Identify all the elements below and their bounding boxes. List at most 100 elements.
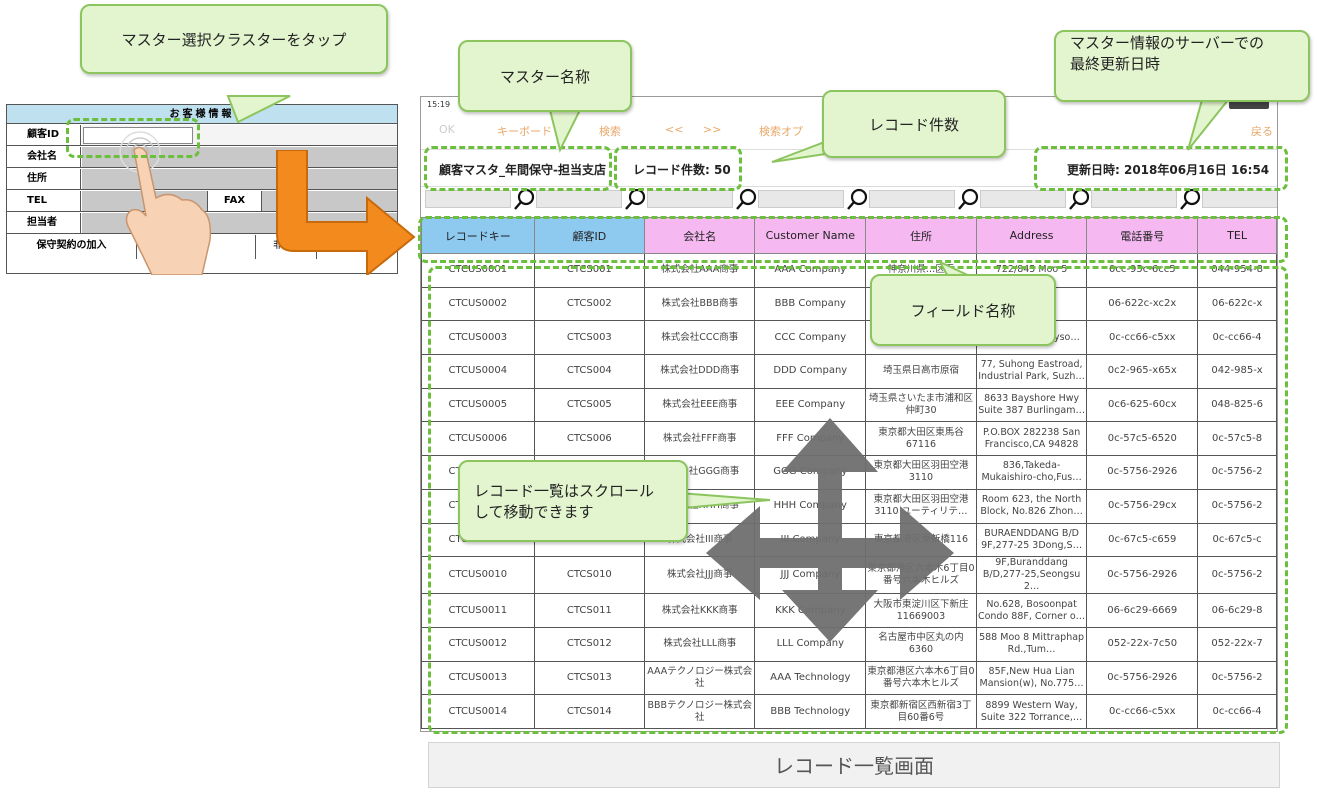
- search-icon[interactable]: [735, 188, 757, 210]
- table-cell: CTCUS0006: [421, 421, 535, 457]
- search-button[interactable]: 検索: [599, 125, 621, 138]
- callout-server-update: マスター情報のサーバーでの 最終更新日時: [1054, 30, 1310, 102]
- column-search[interactable]: [867, 188, 979, 211]
- customer-id-label: 顧客ID: [7, 125, 81, 145]
- search-icon[interactable]: [513, 188, 535, 210]
- table-cell: CTCS010: [533, 556, 646, 595]
- tel-label: TEL: [7, 191, 81, 211]
- battery-icon: [1229, 101, 1269, 109]
- callout-server-update-line2: 最終更新日時: [1070, 55, 1161, 73]
- fax-label: FAX: [207, 191, 262, 211]
- form-row-address: 住所: [7, 169, 397, 190]
- search-icon[interactable]: [1179, 188, 1201, 210]
- table-cell: 0c-67c5-c: [1197, 522, 1277, 558]
- table-cell: 77, Suhong Eastroad, Industrial Park, Su…: [975, 354, 1088, 389]
- table-cell: 052-22x-7: [1197, 626, 1277, 662]
- table-cell: 06-622c-x: [1197, 286, 1277, 322]
- search-icon[interactable]: [624, 188, 646, 210]
- table-cell: 東京都新宿区西新宿3丁目60番6号: [865, 694, 977, 729]
- table-cell: 0cc-95c-6cc5: [1086, 253, 1199, 288]
- column-search[interactable]: [978, 188, 1090, 211]
- table-cell: 東京都港区六本木6丁目0番号六本木ヒルズ: [865, 660, 977, 696]
- search-option-button[interactable]: 検索オプ: [759, 125, 803, 138]
- table-cell: AAAテクノロジー株式会社: [644, 660, 756, 696]
- column-search-input[interactable]: [425, 190, 511, 208]
- column-search[interactable]: [423, 188, 535, 211]
- updated-at: 更新日時: 2018年06月16日 16:54: [1067, 163, 1270, 177]
- table-cell: BBB Technology: [754, 694, 867, 729]
- table-cell: EEE Company: [754, 387, 867, 423]
- table-cell: 株式会社BBB商事: [644, 286, 756, 322]
- field-name-header[interactable]: Address: [975, 217, 1088, 254]
- highlight-record-list: [428, 266, 1288, 734]
- column-search[interactable]: [645, 188, 757, 211]
- field-name-header[interactable]: 電話番号: [1086, 217, 1199, 254]
- column-search-input[interactable]: [647, 190, 733, 208]
- callout-server-update-line1: マスター情報のサーバーでの: [1070, 34, 1264, 52]
- highlight-record-count: [614, 146, 742, 191]
- table-cell: 06-6c29-6669: [1086, 593, 1199, 628]
- field-name-header[interactable]: 顧客ID: [533, 217, 646, 254]
- status-bar: 15:19: [421, 97, 1277, 113]
- field-name-header[interactable]: レコードキー: [421, 217, 535, 254]
- address-label: 住所: [7, 169, 81, 189]
- table-cell: 0c-5756-2: [1197, 556, 1277, 595]
- next-page-button[interactable]: >>: [703, 123, 722, 136]
- search-icon[interactable]: [1068, 188, 1090, 210]
- column-search[interactable]: [1089, 188, 1201, 211]
- column-search-input[interactable]: [869, 190, 955, 208]
- column-search[interactable]: [756, 188, 868, 211]
- column-search-input[interactable]: [536, 190, 622, 208]
- table-cell: CTCS011: [533, 593, 646, 628]
- ok-button[interactable]: OK: [439, 123, 455, 136]
- callout-field-name: フィールド名称: [870, 274, 1056, 346]
- person-label: 担当者: [7, 213, 81, 233]
- highlight-customer-id-cluster: [66, 118, 200, 158]
- table-cell: 0c-5756-2: [1197, 660, 1277, 696]
- orange-arrow-icon: [276, 150, 416, 275]
- keyboard-button[interactable]: キーボード: [497, 125, 552, 138]
- table-cell: 0c-cc66-4: [1197, 694, 1277, 729]
- callout-scroll: レコード一覧はスクロール して移動できます: [458, 460, 688, 542]
- column-search-input[interactable]: [980, 190, 1066, 208]
- field-name-header[interactable]: Customer Name: [754, 217, 867, 254]
- toolbar: OK キーボード 検索 << >> 検索オプ 戻る: [421, 113, 1277, 149]
- field-name-header[interactable]: 住所: [865, 217, 977, 254]
- highlight-updated-at: [1034, 146, 1288, 191]
- table-cell: 048-825-6: [1197, 387, 1277, 423]
- table-cell: 836,Takeda-Mukaishiro-cho,Fus…: [975, 455, 1088, 490]
- callout-tap-cluster: マスター選択クラスターをタップ: [80, 4, 388, 74]
- search-icon[interactable]: [957, 188, 979, 210]
- table-cell: P.O.BOX 282238 San Francisco,CA 94828: [975, 421, 1088, 457]
- table-cell: 0c-67c5-c659: [1086, 522, 1199, 558]
- table-cell: CTCS014: [533, 694, 646, 729]
- prev-page-button[interactable]: <<: [665, 123, 684, 136]
- column-search-input[interactable]: [1091, 190, 1177, 208]
- table-cell: CTCS013: [533, 660, 646, 696]
- table-cell: 株式会社EEE商事: [644, 387, 756, 423]
- back-button[interactable]: 戻る: [1251, 125, 1273, 138]
- table-cell: 埼玉県さいたま市浦和区仲町30: [865, 387, 977, 423]
- column-search-input[interactable]: [758, 190, 844, 208]
- table-cell: CTCUS0004: [421, 354, 535, 389]
- search-icon[interactable]: [846, 188, 868, 210]
- column-search[interactable]: [1200, 188, 1277, 211]
- contract-label: 保守契約の加入: [7, 235, 137, 259]
- table-cell: CTCS012: [533, 626, 646, 662]
- table-cell: CTCUS0013: [421, 660, 535, 696]
- column-search[interactable]: [534, 188, 646, 211]
- field-name-header[interactable]: TEL: [1197, 217, 1277, 254]
- callout-master-name: マスター名称: [458, 40, 632, 112]
- table-cell: 9F,Buranddang B/D,277-25,Seongsu 2…: [975, 556, 1088, 595]
- table-cell: 0c-5756-2: [1197, 455, 1277, 490]
- address-field[interactable]: [82, 169, 397, 189]
- highlight-field-names: [418, 216, 1288, 263]
- column-search-input[interactable]: [1202, 190, 1277, 208]
- callout-scroll-line1: レコード一覧はスクロール: [474, 482, 655, 500]
